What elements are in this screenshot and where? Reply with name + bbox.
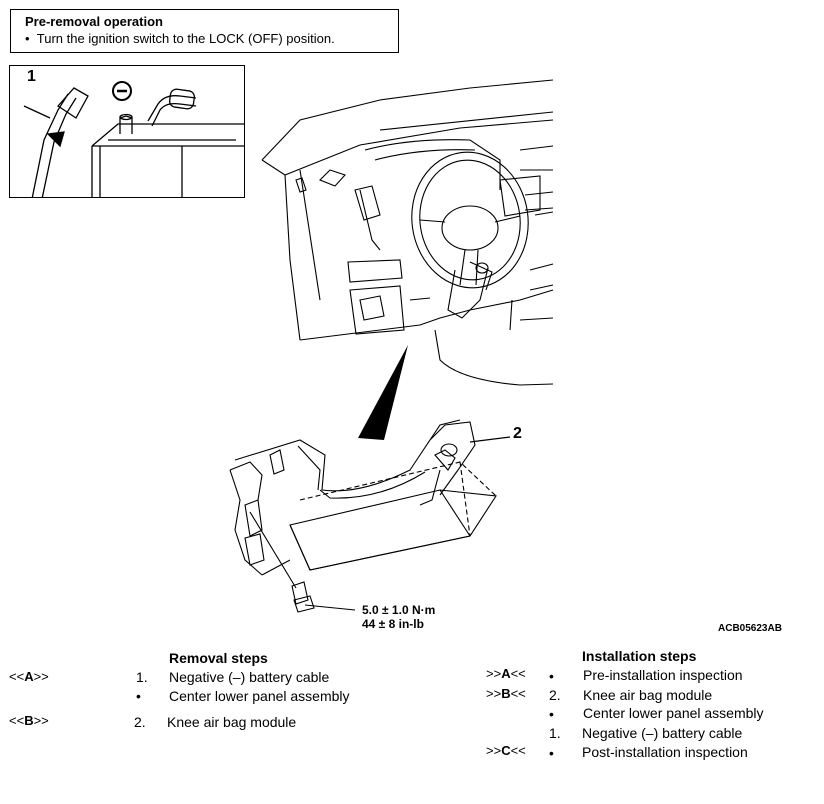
installation-step-tag: >>B<< <box>486 686 526 701</box>
removal-step-number: 2. <box>134 714 146 730</box>
removal-step-number: 1. <box>136 669 148 685</box>
installation-step-bullet: • <box>549 706 554 722</box>
removal-steps-heading: Removal steps <box>169 650 268 666</box>
pre-removal-item-text: Turn the ignition switch to the LOCK (OF… <box>36 31 335 46</box>
installation-step-text: Negative (–) battery cable <box>582 725 743 741</box>
installation-step-bullet: • <box>549 668 554 684</box>
pre-removal-item: • Turn the ignition switch to the LOCK (… <box>25 31 335 46</box>
callout-1: 1 <box>27 68 36 85</box>
installation-step-tag: >>C<< <box>486 743 526 758</box>
pre-removal-box: Pre-removal operation • Turn the ignitio… <box>10 9 399 53</box>
torque-spec-imperial: 44 ± 8 in-lb <box>362 617 424 631</box>
battery-illustration <box>23 81 244 197</box>
minus-terminal-icon <box>112 81 132 101</box>
installation-step-text: Knee air bag module <box>583 687 713 703</box>
removal-step-text: Knee air bag module <box>167 714 297 730</box>
torque-spec-metric: 5.0 ± 1.0 N·m <box>362 603 436 617</box>
installation-step-text: Post-installation inspection <box>582 744 748 760</box>
installation-step-bullet: • <box>549 745 554 761</box>
installation-step-number: 2. <box>549 687 561 703</box>
removal-step-tag: <<B>> <box>9 713 49 728</box>
installation-step-number: 1. <box>549 725 561 741</box>
installation-steps-heading: Installation steps <box>582 648 697 664</box>
bullet-icon: • <box>25 31 37 46</box>
callout-2: 2 <box>513 425 522 442</box>
figure-id: ACB05623AB <box>718 623 782 634</box>
removal-step-text: Center lower panel assembly <box>169 688 350 704</box>
removal-step-bullet: • <box>136 688 141 704</box>
removal-step-tag: <<A>> <box>9 669 49 684</box>
installation-step-tag: >>A<< <box>486 666 526 681</box>
battery-inset: 1 <box>9 65 245 198</box>
installation-step-text: Pre-installation inspection <box>583 667 743 683</box>
pre-removal-title: Pre-removal operation <box>25 14 163 29</box>
installation-step-text: Center lower panel assembly <box>583 705 764 721</box>
removal-step-text: Negative (–) battery cable <box>169 669 330 685</box>
